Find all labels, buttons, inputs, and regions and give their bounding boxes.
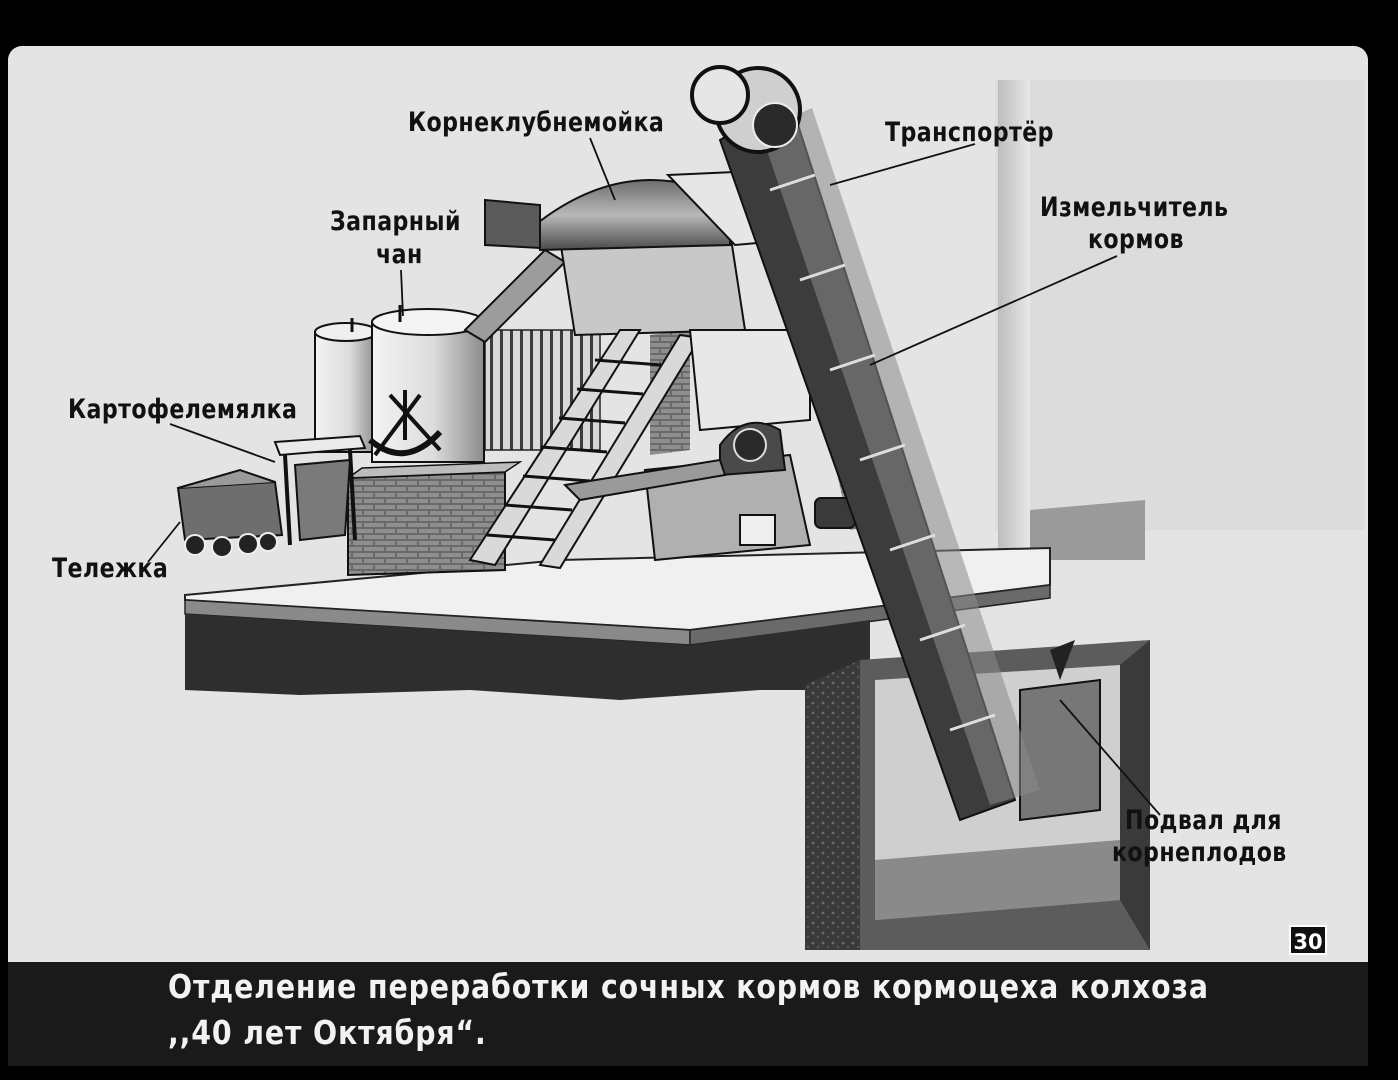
label-crusher-line2: кормов — [1088, 224, 1184, 255]
label-cellar-line2: корнеплодов — [1112, 837, 1287, 868]
label-crusher-line1: Измельчитель — [1040, 192, 1229, 223]
caption-line-2: ,,40 лет Октября“. — [168, 1013, 487, 1052]
label-root-washer: Корнеклубнемойка — [408, 107, 665, 138]
label-potato-masher: Картофелемялка — [68, 394, 298, 425]
label-cellar-line1: Подвал для — [1125, 805, 1282, 836]
caption-line-1: Отделение переработки сочных кормов корм… — [168, 967, 1209, 1006]
label-steaming-tank-line1: Запарный — [330, 206, 461, 237]
label-cart: Тележка — [52, 553, 169, 584]
label-steaming-tank-line2: чан — [376, 239, 423, 270]
frame-number: 30 — [1289, 925, 1327, 955]
label-conveyor: Транспортёр — [885, 117, 1054, 148]
